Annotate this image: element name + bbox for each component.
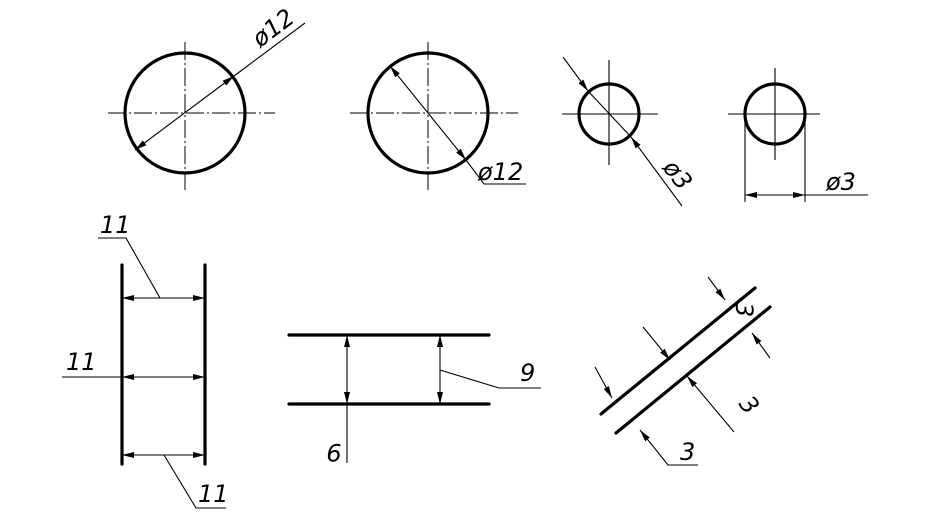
dim-arrow-top-outer (707, 276, 726, 301)
dim-text-circle-2: ø12 (477, 158, 523, 186)
dim-text-diag-mid: 3 (733, 390, 764, 419)
dim-text-diag-bottom: 3 (680, 438, 695, 466)
dim-arrow-top-inner (751, 332, 771, 359)
dim-arrow-lower (630, 136, 683, 207)
diagonal-line-upper (599, 286, 757, 416)
diameter-dim-line (134, 75, 235, 151)
circle-4-group: ø3 (728, 68, 868, 202)
circle-2 (366, 51, 490, 175)
circle-1 (123, 51, 247, 175)
dim-arrow-bottom-outer (594, 366, 613, 399)
diameter-dim-line (389, 65, 467, 161)
leader-bottom (163, 454, 226, 509)
diameter-line (587, 90, 632, 138)
dim-text-hpair-right: 9 (520, 359, 535, 387)
horizontal-pair-group: 9 9 (287, 333, 541, 466)
dim-text-circle-4: ø3 (825, 168, 856, 196)
dim-text-hpair-bottom: 9 (326, 438, 341, 466)
dim-text-ladder-bottom: 11 (198, 480, 229, 508)
diagonal-pair-group: 3 3 3 (594, 276, 772, 466)
diagonal-line-lower (614, 305, 772, 435)
dim-text-circle-1: ø12 (246, 3, 300, 53)
circle-1-group: ø12 (108, 3, 306, 192)
dim-arrow-upper (562, 56, 589, 92)
leader-right (439, 369, 541, 389)
circle-3-group: ø3 (562, 56, 698, 207)
circle-3 (577, 82, 641, 146)
dim-text-ladder-left: 11 (66, 348, 97, 376)
dim-text-ladder-top: 11 (100, 211, 131, 239)
leader-line (465, 159, 526, 185)
circle-2-group: ø12 (350, 42, 526, 192)
leader-top (98, 237, 161, 299)
dim-text-diag-top: 3 (730, 302, 758, 317)
dim-arrow-mid-inner (686, 375, 735, 433)
dim-text-circle-3: ø3 (657, 154, 698, 196)
dim-arrow-mid-outer (642, 326, 671, 361)
leader-line (233, 22, 306, 77)
dim-arrow-bottom-inner (639, 429, 698, 466)
vertical-pair-group: 11 11 11 (62, 211, 229, 509)
